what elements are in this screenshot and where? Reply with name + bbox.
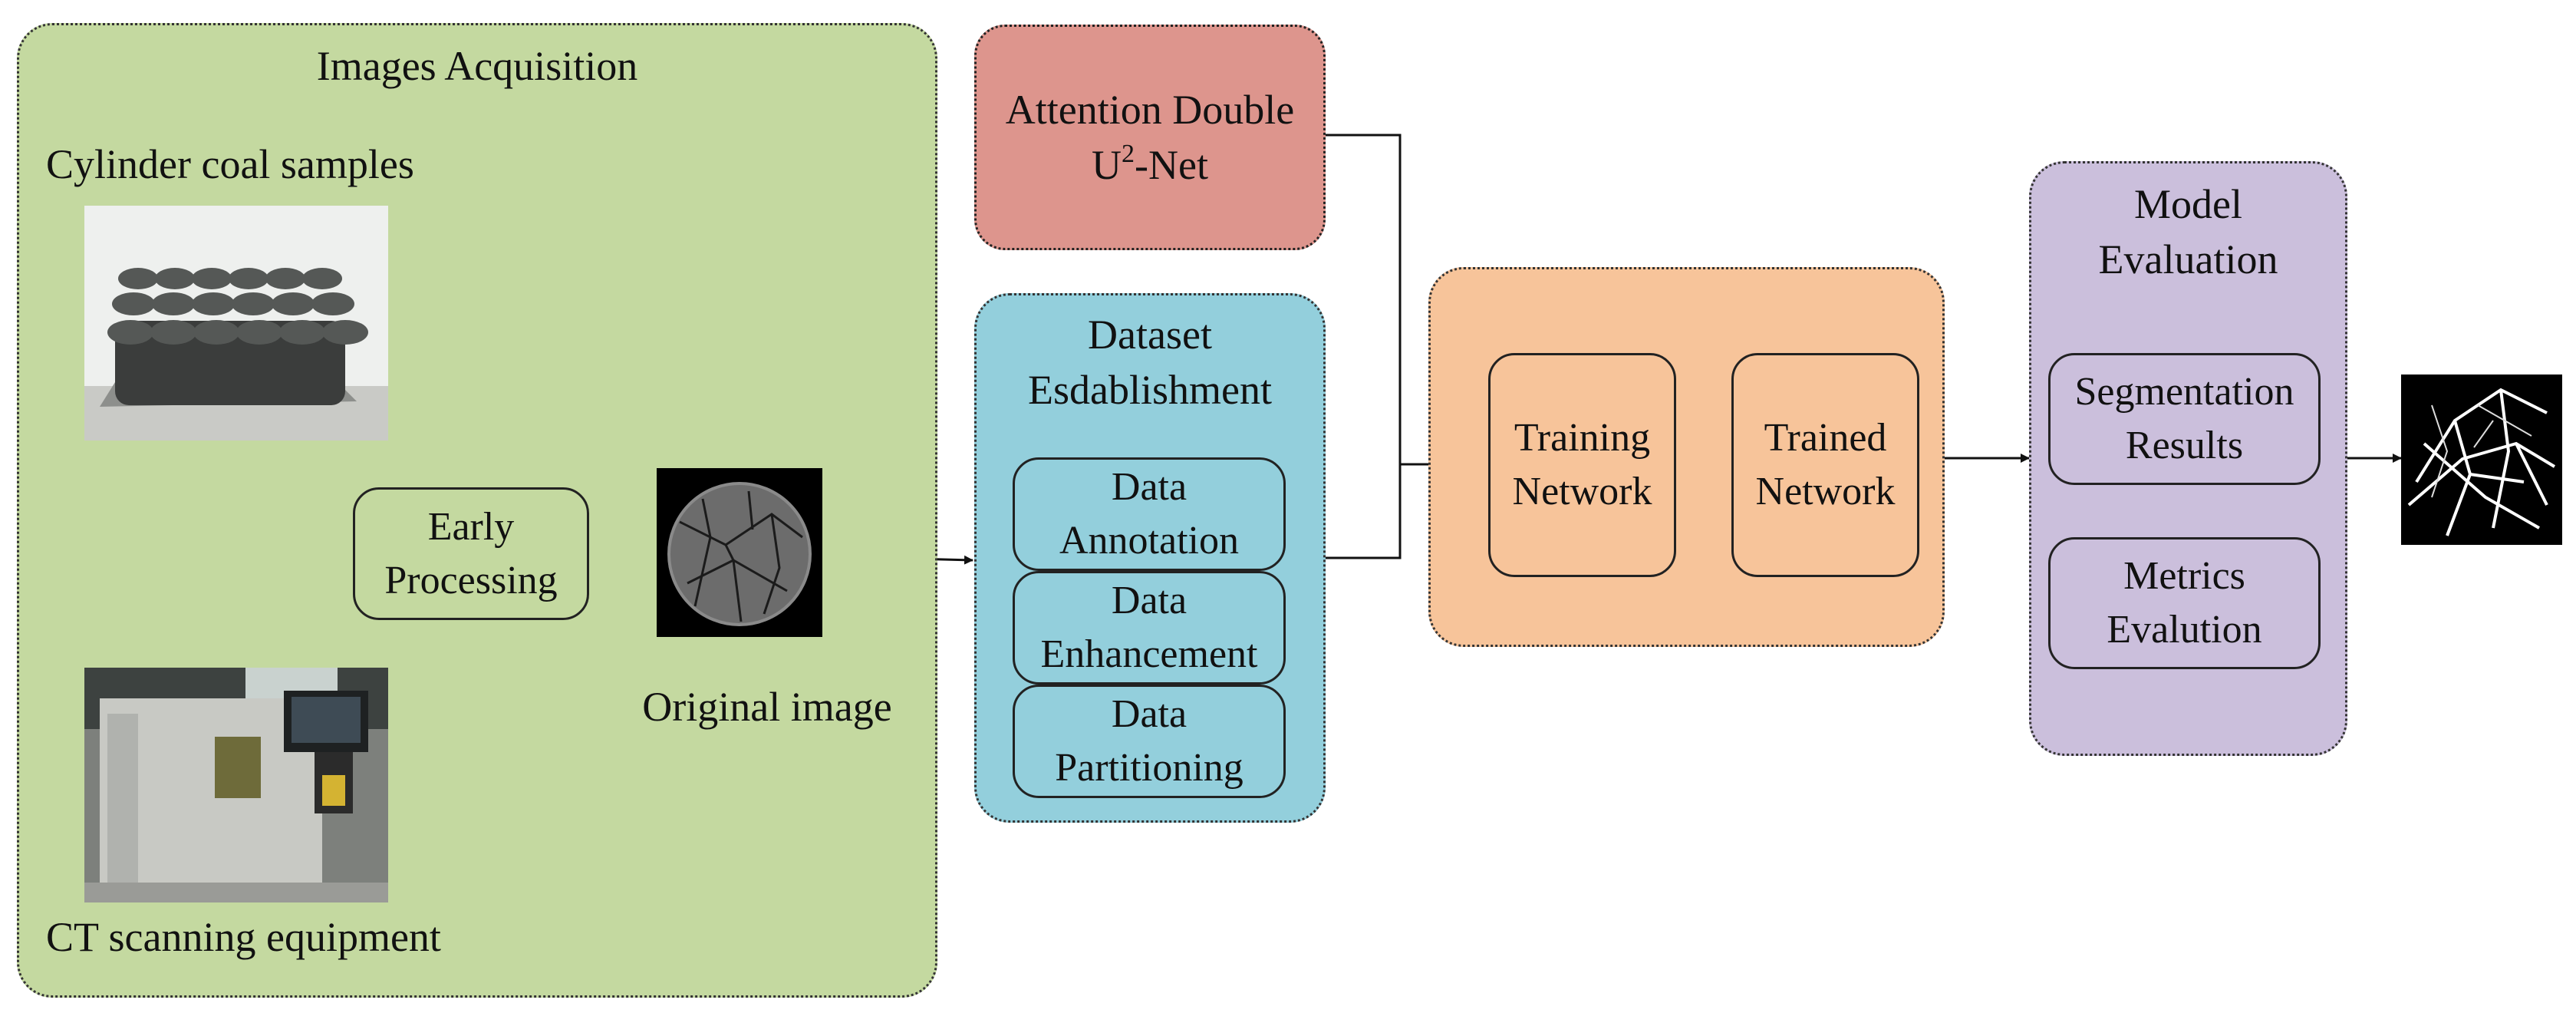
model-to-training-line: [1326, 134, 1402, 464]
early-processing-line1: Early: [427, 504, 515, 549]
coal-samples-photo: [84, 206, 388, 441]
evaluation-title: Model Evaluation: [2098, 181, 2278, 282]
dataset-to-training-line: [1326, 464, 1402, 559]
acquisition-title: Images Acquisition: [316, 43, 638, 89]
early-processing-box: Early Processing: [353, 487, 589, 620]
model-box: Attention Double U2-Net: [974, 25, 1326, 250]
original-ct-image: [657, 468, 822, 637]
early-processing-line2: Processing: [384, 558, 558, 602]
dataset-title: Dataset Esdablishment: [1028, 312, 1272, 413]
evaluation-panel: [2029, 161, 2347, 756]
samples-label: Cylinder coal samples: [46, 141, 414, 187]
training-panel: [1428, 267, 1945, 647]
ct-label: CT scanning equipment: [46, 914, 441, 960]
original-image-label: Original image: [642, 684, 892, 730]
ct-equipment-photo: [84, 668, 388, 902]
model-line1: Attention Double: [1005, 87, 1295, 133]
segmentation-result-image: [2401, 375, 2562, 545]
model-line2: U2-Net: [1092, 140, 1208, 189]
